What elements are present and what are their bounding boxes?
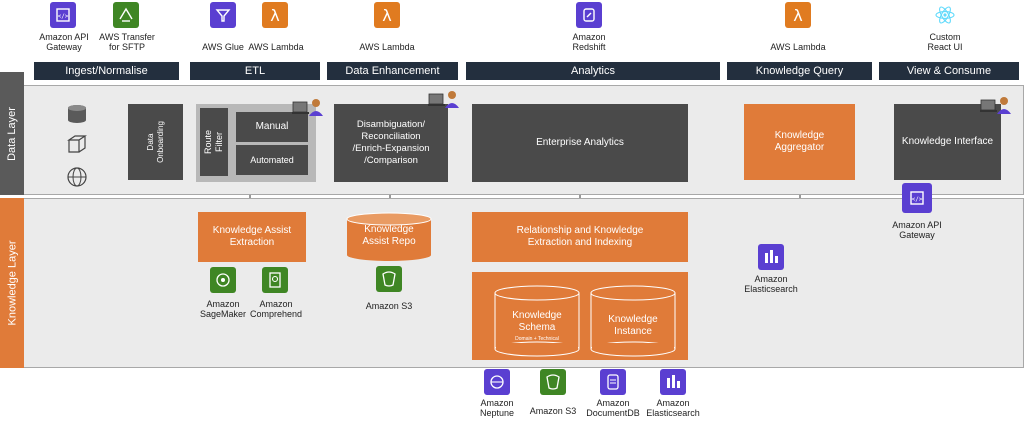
- knowledge-interface-box: Knowledge Interface: [894, 104, 1001, 180]
- data-layer-label: Data Layer: [0, 72, 24, 195]
- transfer-sftp-icon: [113, 2, 139, 28]
- enterprise-analytics-box: Enterprise Analytics: [472, 104, 688, 182]
- lambda-kq-label: AWS Lambda: [770, 42, 826, 52]
- knowledge-assist-repo-label: Knowledge Assist Repo: [362, 224, 416, 247]
- lambda-icon: λ: [374, 2, 400, 28]
- globe-source-icon: [67, 167, 87, 187]
- sagemaker-icon: [210, 267, 236, 293]
- react-icon: [932, 2, 958, 28]
- s3-mid-label: Amazon S3: [365, 301, 413, 311]
- lambda-icon: λ: [262, 2, 288, 28]
- knowledge-instance-cylinder: [590, 285, 676, 357]
- header-ingest: Ingest/Normalise: [34, 62, 179, 80]
- header-query: Knowledge Query: [727, 62, 872, 80]
- knowledge-schema-sublabel: Domain + Technical: [515, 336, 559, 342]
- documentdb-icon: [600, 369, 626, 395]
- knowledge-schema-cylinder: [494, 285, 580, 357]
- knowledge-assist-repo-cylinder: [346, 212, 432, 261]
- knowledge-schema-label: Knowledge Schema: [512, 310, 562, 333]
- knowledge-instance-label: Knowledge Instance: [608, 314, 658, 337]
- svg-text:λ: λ: [382, 6, 391, 25]
- neptune-icon: [484, 369, 510, 395]
- redshift-icon: [576, 2, 602, 28]
- neptune-label: Amazon Neptune: [479, 398, 515, 418]
- s3-bucket-icon: [540, 369, 566, 395]
- elasticsearch-bottom-label: Amazon Elasticsearch: [646, 398, 700, 418]
- svg-text:λ: λ: [793, 6, 802, 25]
- user-laptop-icon: [428, 91, 459, 108]
- s3-bucket-icon: [376, 266, 402, 292]
- knowledge-aggregator-box: Knowledge Aggregator: [744, 104, 855, 180]
- knowledge-assist-extraction-box: Knowledge Assist Extraction: [198, 212, 306, 262]
- header-analytics: Analytics: [466, 62, 720, 80]
- database-source-icon: [68, 105, 86, 123]
- automated-box: Automated: [236, 145, 308, 175]
- api-gateway-bottom-label: Amazon API Gateway: [892, 220, 942, 240]
- lambda-enh-label: AWS Lambda: [359, 42, 415, 52]
- s3-bottom-label: Amazon S3: [529, 406, 577, 416]
- transfer-sftp-label: AWS Transfer for SFTP: [99, 32, 155, 52]
- header-enhancement: Data Enhancement: [327, 62, 458, 80]
- react-label: Custom React UI: [927, 32, 963, 52]
- file-cube-source-icon: [67, 135, 87, 153]
- glue-label: AWS Glue: [202, 42, 244, 52]
- user-laptop-icon: [980, 97, 1011, 114]
- glue-icon: [210, 2, 236, 28]
- elasticsearch-icon: [758, 244, 784, 270]
- user-laptop-icon: [292, 99, 323, 116]
- api-gateway-icon: </>: [50, 2, 76, 28]
- relationship-extraction-box: Relationship and Knowledge Extraction an…: [472, 212, 688, 262]
- api-gateway-label: Amazon API Gateway: [39, 32, 89, 52]
- redshift-label: Amazon Redshift: [572, 32, 606, 52]
- api-gateway-icon: </>: [902, 183, 932, 213]
- disambiguation-box: Disambiguation/ Reconciliation /Enrich-E…: [334, 104, 448, 182]
- route-filter-box: Route Filter: [200, 108, 228, 176]
- elasticsearch-mid-label: Amazon Elasticsearch: [744, 274, 798, 294]
- svg-text:λ: λ: [270, 6, 279, 25]
- comprehend-label: Amazon Comprehend: [249, 299, 303, 319]
- sagemaker-label: Amazon SageMaker: [199, 299, 247, 319]
- knowledge-layer-label: Knowledge Layer: [0, 198, 24, 368]
- documentdb-label: Amazon DocumentDB: [586, 398, 640, 418]
- manual-box: Manual: [236, 112, 308, 142]
- lambda-etl-label: AWS Lambda: [248, 42, 304, 52]
- header-etl: ETL: [190, 62, 320, 80]
- svg-text:</>: </>: [58, 13, 69, 20]
- header-view: View & Consume: [879, 62, 1019, 80]
- comprehend-icon: [262, 267, 288, 293]
- data-onboarding-box: Data Onboarding: [128, 104, 183, 180]
- elasticsearch-icon: [660, 369, 686, 395]
- svg-text:</>: </>: [912, 196, 923, 203]
- lambda-icon: λ: [785, 2, 811, 28]
